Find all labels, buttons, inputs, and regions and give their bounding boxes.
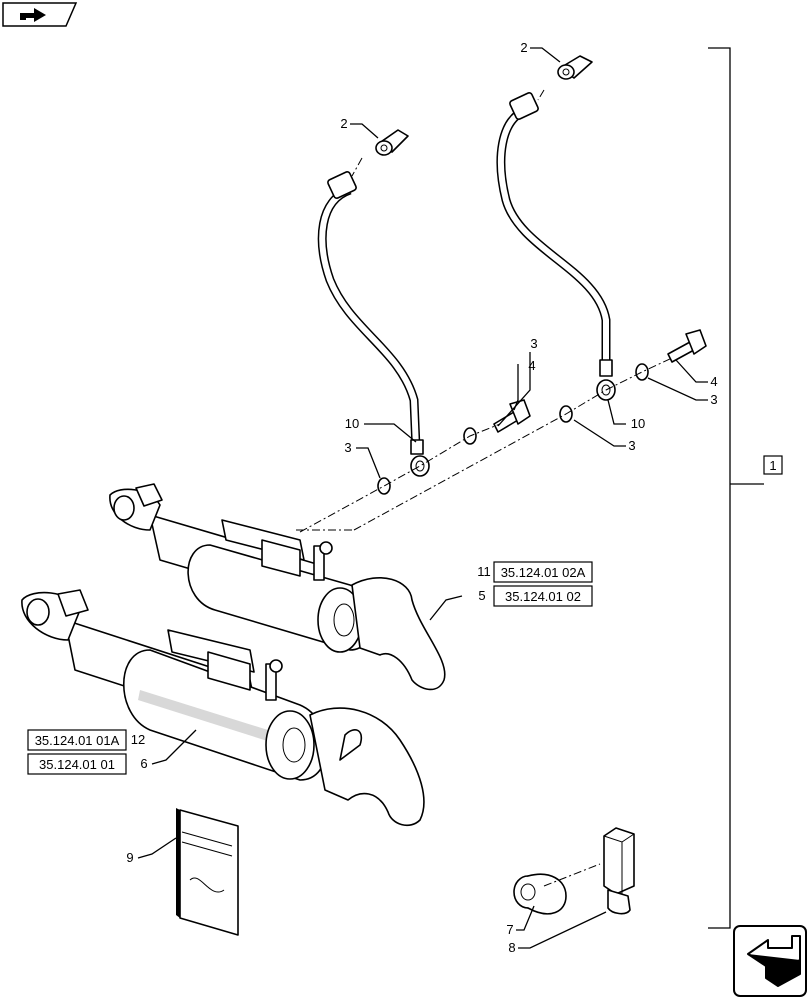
callout-11: 11 bbox=[477, 564, 491, 579]
callout-3-left: 3 bbox=[344, 440, 351, 455]
adapter-fitting-upper bbox=[557, 55, 593, 80]
adapter-fitting-lower bbox=[375, 129, 409, 156]
callout-12: 12 bbox=[131, 732, 145, 747]
reference-box-6[interactable]: 35.124.01 01 bbox=[27, 753, 127, 775]
reference-box-5[interactable]: 35.124.01 02 bbox=[493, 585, 593, 607]
callout-3-right: 3 bbox=[628, 438, 635, 453]
banjo-bolt-lower bbox=[493, 399, 531, 433]
callout-10-left: 10 bbox=[345, 416, 359, 431]
callout-7: 7 bbox=[506, 922, 513, 937]
callout-10-right: 10 bbox=[631, 416, 645, 431]
svg-text:35.124.01 01: 35.124.01 01 bbox=[39, 757, 115, 772]
page-forward-icon[interactable] bbox=[2, 2, 78, 27]
top-link-cylinder-lower bbox=[21, 589, 425, 827]
callout-9: 9 bbox=[126, 850, 133, 865]
assembly-label: 1 bbox=[769, 458, 776, 473]
callout-3-bolt: 3 bbox=[530, 336, 537, 351]
callout-4-upper: 4 bbox=[710, 374, 717, 389]
svg-text:35.124.01 01A: 35.124.01 01A bbox=[35, 733, 120, 748]
dust-cap bbox=[513, 873, 567, 915]
callout-2-upper: 2 bbox=[520, 40, 527, 55]
callout-5: 5 bbox=[478, 588, 485, 603]
svg-text:35.124.01 02A: 35.124.01 02A bbox=[501, 565, 586, 580]
callout-2-lower: 2 bbox=[340, 116, 347, 131]
operator-manual bbox=[176, 808, 239, 936]
hose-right bbox=[496, 92, 616, 401]
callout-8: 8 bbox=[508, 940, 515, 955]
callout-4-lower: 4 bbox=[528, 358, 535, 373]
next-page-arrow-icon[interactable] bbox=[733, 925, 807, 997]
callout-3-upper: 3 bbox=[710, 392, 717, 407]
svg-text:35.124.01 02: 35.124.01 02 bbox=[505, 589, 581, 604]
hose-left bbox=[317, 171, 430, 477]
top-link-cylinder-upper bbox=[109, 483, 446, 691]
assembly-bracket bbox=[708, 47, 783, 929]
reference-box-12[interactable]: 35.124.01 01A bbox=[27, 729, 127, 751]
callout-6: 6 bbox=[140, 756, 147, 771]
banjo-bolt-upper bbox=[667, 329, 707, 363]
reference-box-11[interactable]: 35.124.01 02A bbox=[493, 561, 593, 583]
leader-lines bbox=[137, 47, 708, 949]
coupler-plug bbox=[603, 827, 635, 915]
